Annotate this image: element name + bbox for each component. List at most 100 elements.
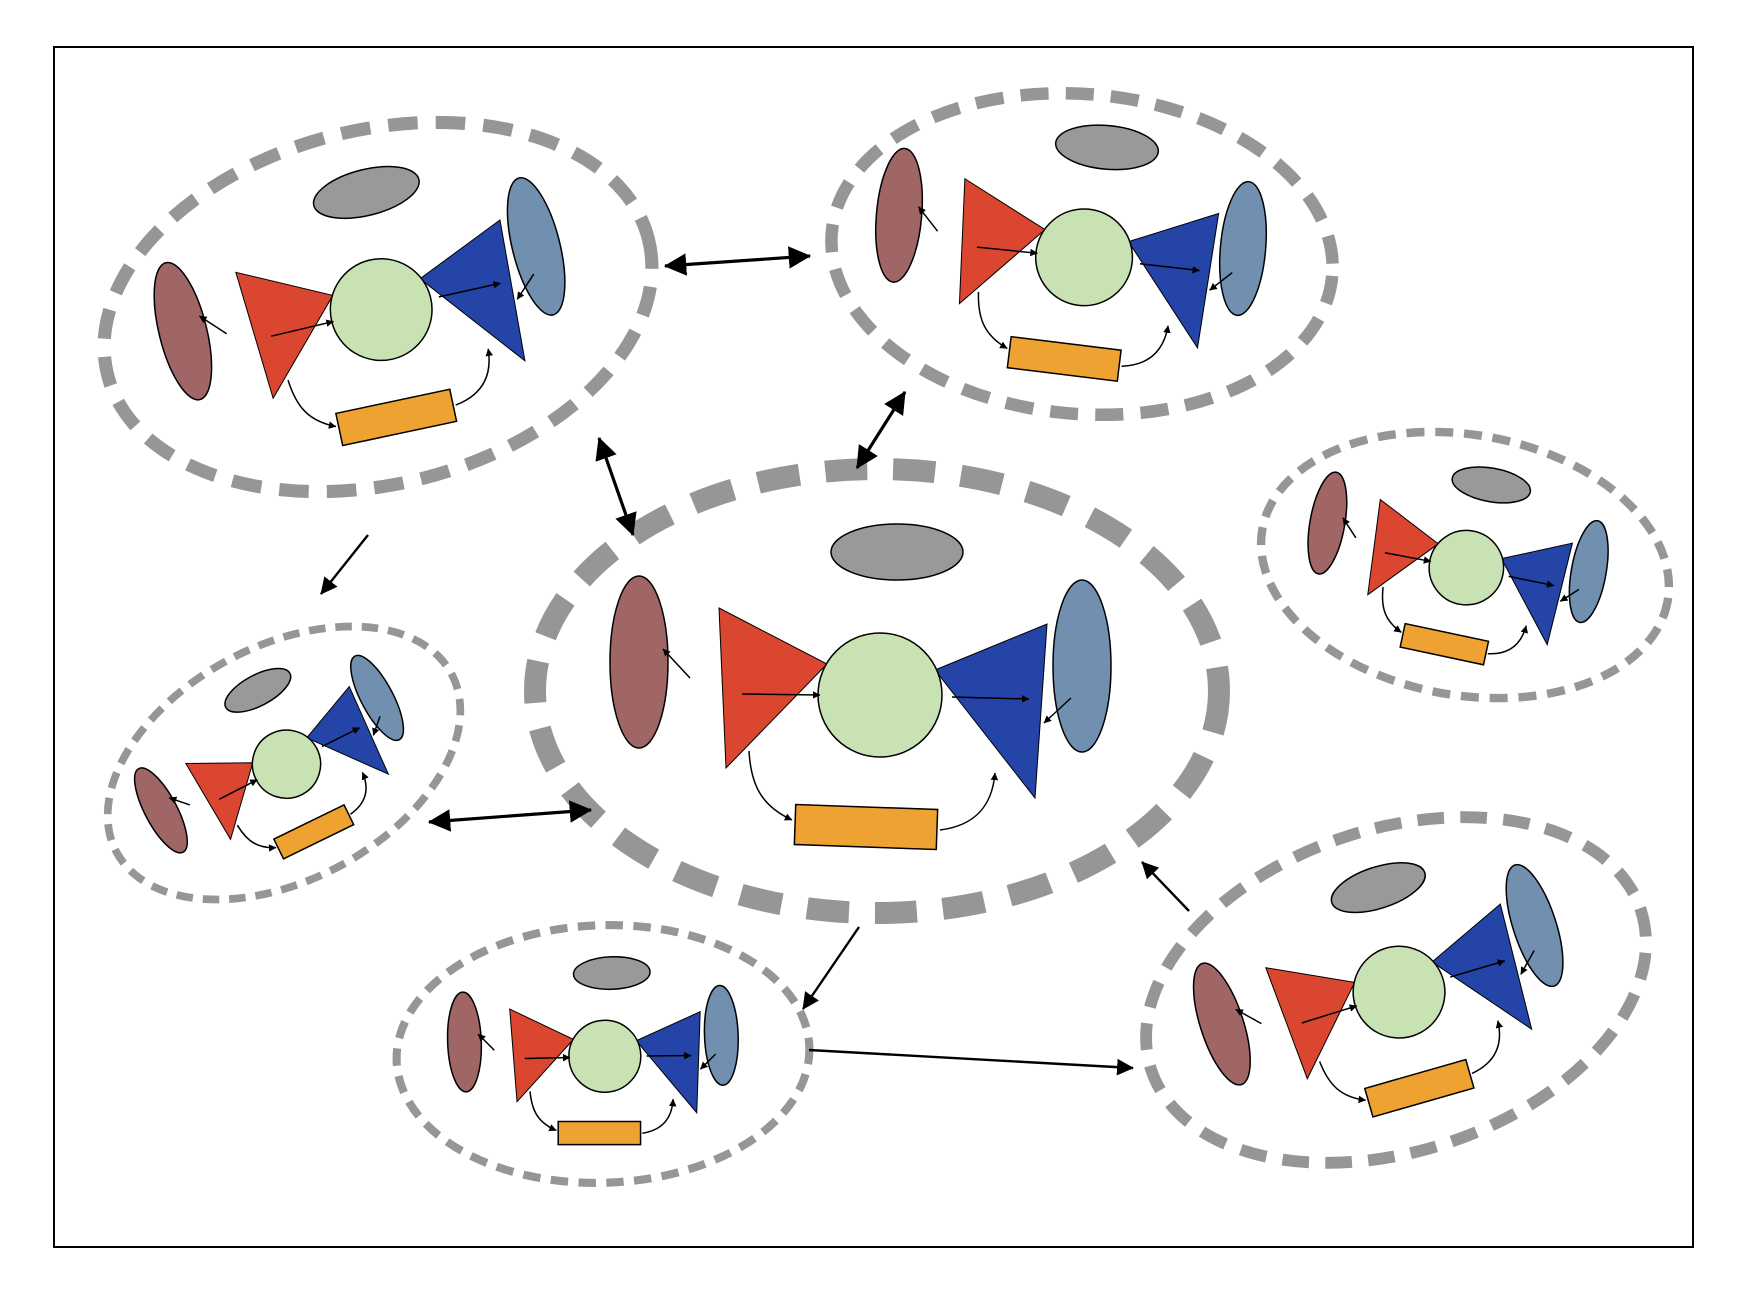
blue-triangle — [635, 1010, 701, 1115]
internal-arrow — [271, 319, 334, 337]
right-ellipse — [1052, 579, 1112, 753]
circle-core — [1428, 529, 1505, 606]
internal-arrow — [642, 1098, 677, 1135]
dashed-ellipse-boundary — [524, 458, 1230, 924]
internal-arrow — [1209, 272, 1233, 291]
internal-arrow — [236, 824, 277, 852]
internal-arrow — [699, 1053, 717, 1070]
dashed-ellipse-boundary — [1140, 811, 1652, 1169]
dashed-ellipse-boundary — [1256, 427, 1674, 703]
arrow-top-right-to-center — [855, 391, 907, 469]
internal-arrow — [1318, 1061, 1367, 1104]
blue-triangle — [1127, 212, 1220, 350]
left-ellipse — [133, 767, 188, 854]
top-ellipse — [1451, 466, 1532, 504]
internal-arrow — [1471, 1020, 1504, 1075]
internal-arrow — [372, 716, 381, 736]
internal-arrow — [748, 750, 793, 821]
blue-triangle — [1500, 542, 1574, 647]
red-triangle — [1265, 967, 1356, 1080]
arrow-bottom-right-to-center — [1141, 861, 1190, 912]
dashed-ellipse-boundary — [103, 622, 465, 904]
left-ellipse — [1192, 962, 1251, 1086]
orange-bar — [272, 803, 355, 860]
blue-triangle — [305, 685, 390, 776]
top-ellipse — [312, 165, 420, 220]
internal-arrow — [1235, 1008, 1262, 1025]
internal-arrow — [1301, 1004, 1358, 1024]
internal-arrow — [1121, 325, 1171, 368]
red-triangle — [958, 177, 1046, 305]
internal-arrow — [1139, 263, 1200, 274]
internal-arrow — [516, 273, 535, 300]
internal-arrow — [1043, 697, 1072, 724]
internal-arrow — [977, 291, 1008, 350]
internal-arrow — [1520, 950, 1535, 975]
arrow-center-to-bottom-center — [802, 926, 860, 1010]
circle-core — [1034, 208, 1134, 307]
internal-arrow — [1508, 575, 1555, 588]
arrow-top-left-to-center — [595, 436, 637, 537]
internal-arrow — [438, 281, 501, 298]
dashed-ellipse-boundary — [825, 86, 1339, 422]
unit-right — [1256, 427, 1674, 703]
internal-arrow — [939, 772, 999, 831]
left-ellipse — [1307, 471, 1348, 575]
right-ellipse — [350, 654, 405, 742]
internal-arrow — [455, 348, 493, 406]
unit-top-left — [97, 115, 659, 499]
internal-arrow — [741, 691, 821, 699]
internal-arrow — [198, 315, 228, 335]
orange-bar — [334, 388, 458, 447]
unit-top-right — [825, 86, 1339, 422]
circle-core — [568, 1019, 642, 1093]
red-triangle — [509, 1008, 575, 1103]
internal-arrow — [976, 246, 1038, 257]
right-ellipse — [1218, 180, 1268, 317]
arrow-top-left-to-top-right — [663, 246, 812, 276]
orange-bar — [793, 803, 939, 851]
circle-core — [329, 257, 433, 362]
circle-core — [817, 632, 943, 758]
orange-bar — [1363, 1058, 1475, 1118]
diagram-frame — [53, 46, 1694, 1248]
internal-arrow — [1487, 625, 1528, 655]
left-ellipse — [153, 261, 213, 401]
left-ellipse — [609, 575, 669, 749]
unit-left — [103, 622, 465, 904]
right-ellipse — [1568, 519, 1609, 624]
internal-arrow — [951, 695, 1030, 703]
internal-arrow — [917, 206, 939, 232]
orange-bar — [1006, 335, 1122, 382]
internal-arrow — [477, 1033, 495, 1051]
red-triangle — [184, 762, 254, 841]
internal-arrow — [350, 772, 369, 815]
right-ellipse — [703, 984, 739, 1086]
internal-arrow — [168, 796, 191, 806]
internal-arrow — [524, 1053, 571, 1062]
dashed-ellipse-boundary — [97, 115, 659, 499]
top-ellipse — [224, 667, 292, 713]
red-triangle — [235, 271, 334, 400]
internal-arrow — [1384, 551, 1432, 564]
internal-arrow — [662, 648, 691, 679]
arrow-bottom-center-to-bottom-right — [808, 1048, 1134, 1076]
internal-arrow — [529, 1091, 557, 1132]
red-triangle — [718, 607, 828, 770]
top-ellipse — [830, 523, 964, 581]
top-ellipse — [1054, 124, 1160, 171]
internal-arrow — [287, 379, 337, 429]
top-ellipse — [572, 955, 651, 991]
unit-bottom-center — [392, 921, 814, 1187]
blue-triangle — [419, 219, 526, 362]
internal-arrow — [1342, 517, 1357, 539]
top-ellipse — [1330, 862, 1426, 914]
right-ellipse — [1505, 863, 1564, 988]
blue-triangle — [1431, 903, 1533, 1031]
orange-bar — [557, 1120, 642, 1146]
internal-arrow — [1449, 959, 1506, 978]
left-ellipse — [875, 147, 924, 283]
unit-bottom-right — [1140, 811, 1652, 1169]
